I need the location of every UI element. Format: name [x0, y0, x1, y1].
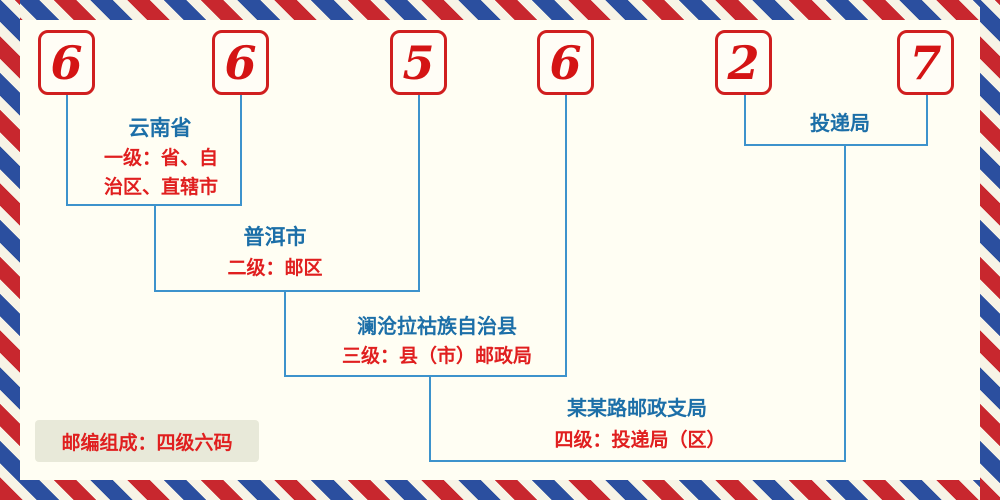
connector-digit6-down	[926, 94, 928, 146]
composition-note-text: 邮编组成：四级六码	[61, 431, 233, 454]
level3-desc-label: 三级：县（市）邮政局	[341, 345, 532, 367]
connector-digit4-down	[565, 94, 567, 377]
connector-delivery-bracket	[744, 144, 928, 146]
connector-digit3-down	[418, 94, 420, 292]
airmail-border-bottom	[0, 480, 1000, 500]
connector-delivery-to-level4	[844, 146, 846, 462]
connector-level2-bracket	[154, 290, 420, 292]
digit-box-4: 6	[537, 30, 594, 95]
connector-digit1-down	[66, 94, 68, 206]
level4-desc-label: 四级：投递局（区）	[554, 429, 726, 451]
composition-note: 邮编组成：四级六码	[35, 420, 259, 462]
connector-digit2-down	[240, 94, 242, 206]
level3-place-label: 澜沧拉祜族自治县	[357, 314, 517, 338]
level4-place-label: 某某路邮政支局	[567, 396, 707, 420]
connector-level4-bracket	[429, 460, 846, 462]
connector-level3-to-level4	[429, 375, 431, 462]
connector-level2-to-level3	[284, 290, 286, 377]
connector-digit5-down	[744, 94, 746, 146]
level2-desc-label: 二级：邮区	[227, 257, 323, 279]
digit-box-5: 2	[715, 30, 772, 95]
airmail-border-left	[0, 0, 20, 500]
connector-level3-bracket	[284, 375, 567, 377]
airmail-border-top	[0, 0, 1000, 20]
level1-place-label: 云南省	[128, 116, 192, 140]
digit-box-1: 6	[38, 30, 95, 95]
delivery-office-label: 投递局	[810, 111, 870, 135]
digit-box-6: 7	[897, 30, 954, 95]
airmail-border-right	[980, 0, 1000, 500]
connector-level1-to-level2	[154, 204, 156, 292]
digit-box-3: 5	[390, 30, 447, 95]
digit-box-2: 6	[212, 30, 269, 95]
level1-desc-label: 一级：省、自治区、直辖市	[103, 147, 218, 198]
level2-place-label: 普洱市	[243, 225, 307, 249]
